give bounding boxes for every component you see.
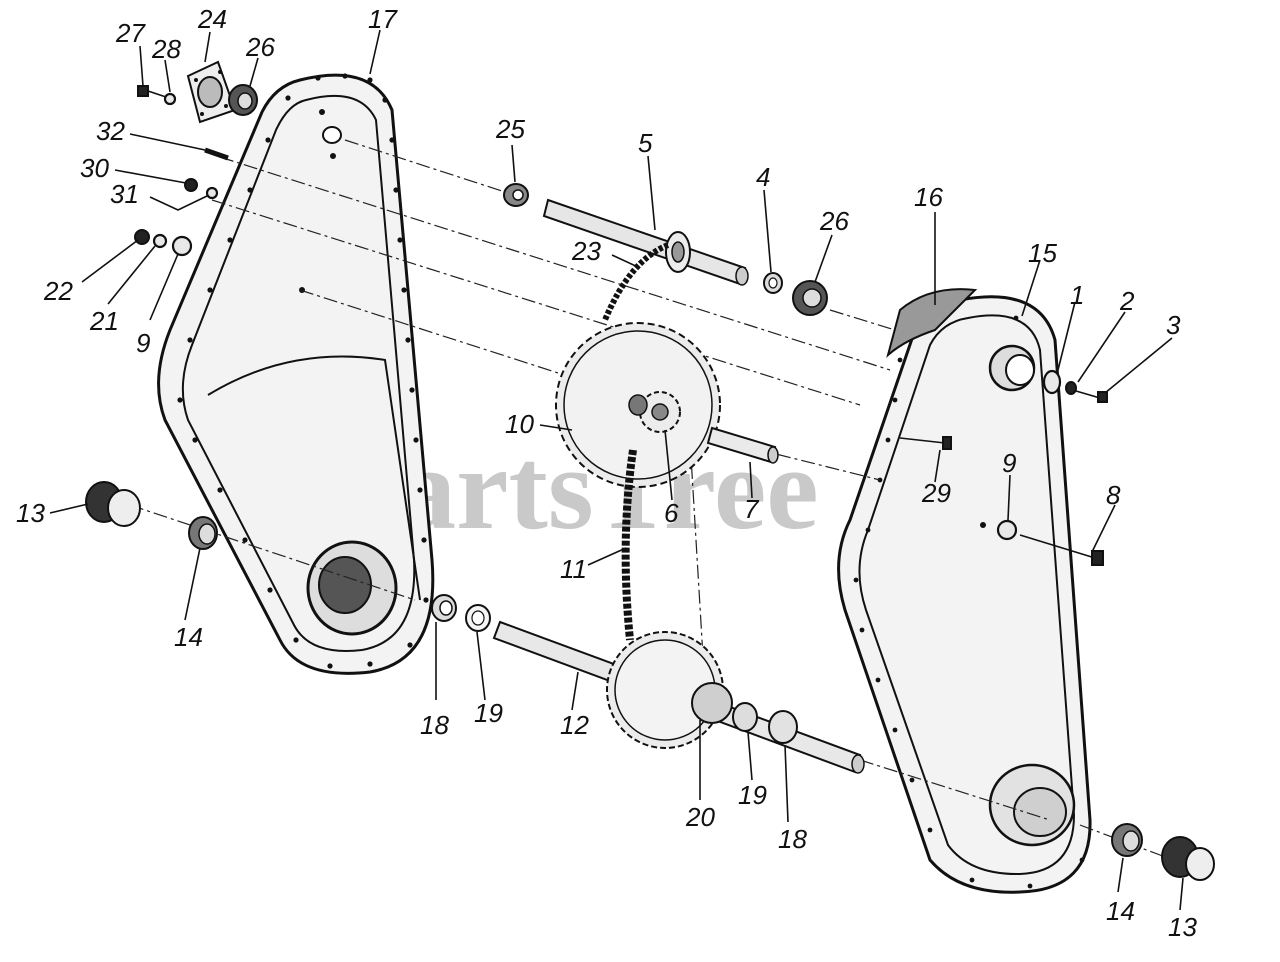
bolt-8-tip — [980, 522, 986, 528]
bushing-25 — [503, 183, 529, 207]
washer-31 — [205, 186, 219, 200]
washer-19-right — [732, 702, 758, 732]
callout-28: 28 — [151, 34, 181, 64]
right-chain-case — [837, 288, 1092, 894]
seal-13-left — [85, 481, 141, 527]
callout-19: 19 — [474, 698, 503, 728]
leader-lines — [49, 29, 1184, 911]
washer-28 — [163, 92, 177, 106]
seal-13-right — [1161, 836, 1215, 881]
callout-32: 32 — [96, 116, 125, 146]
washer-4 — [763, 272, 783, 294]
nut-30 — [184, 178, 198, 192]
callout-29: 29 — [921, 478, 951, 508]
callout-23: 23 — [571, 236, 601, 266]
callout-8: 8 — [1106, 480, 1121, 510]
callout-1: 1 — [1070, 280, 1084, 310]
right-case-gasket — [886, 288, 978, 358]
callout-12: 12 — [560, 710, 589, 740]
bearing-18-left — [431, 594, 457, 622]
callout-26: 26 — [819, 206, 849, 236]
bearing-26-left — [228, 84, 258, 116]
washer-9-left — [171, 235, 193, 257]
bushing-14-right — [1111, 823, 1143, 857]
left-chain-case — [157, 73, 435, 675]
washer-19-left — [465, 604, 491, 632]
callout-18: 18 — [778, 824, 807, 854]
left-case-rivet-holes — [177, 73, 429, 669]
callout-31: 31 — [110, 179, 139, 209]
callout-16: 16 — [914, 182, 943, 212]
washer-9-right — [996, 519, 1018, 541]
callout-10: 10 — [505, 409, 534, 439]
large-sprocket-20 — [606, 631, 724, 749]
callout-30: 30 — [80, 153, 109, 183]
callout-3: 3 — [1166, 310, 1181, 340]
callout-2: 2 — [1119, 286, 1135, 316]
callout-21: 21 — [89, 306, 119, 336]
callout-15: 15 — [1028, 238, 1057, 268]
screw-32 — [204, 147, 229, 161]
washer-1 — [1042, 369, 1062, 395]
lock-washer-21 — [152, 233, 168, 249]
callout-6: 6 — [664, 498, 679, 528]
callout-18: 18 — [420, 710, 449, 740]
callout-14: 14 — [1106, 896, 1135, 926]
callout-9: 9 — [136, 328, 150, 358]
bearing-26-right — [792, 280, 828, 316]
nut-22 — [134, 229, 150, 245]
right-case-rivet-holes — [853, 315, 1085, 889]
callout-22: 22 — [43, 276, 73, 306]
small-sprocket-6 — [628, 391, 681, 433]
callout-19: 19 — [738, 780, 767, 810]
bolt-27 — [137, 85, 167, 98]
bearing-18-right — [768, 710, 798, 744]
flange-plate-24 — [186, 60, 237, 124]
callout-13: 13 — [16, 498, 45, 528]
bolt-29 — [899, 436, 952, 450]
callout-4: 4 — [756, 162, 770, 192]
callout-9: 9 — [1002, 448, 1016, 478]
lock-washer-2 — [1065, 381, 1077, 395]
spacer-7-end — [767, 446, 779, 464]
callout-14: 14 — [174, 622, 203, 652]
callout-20: 20 — [685, 802, 715, 832]
callout-7: 7 — [744, 494, 760, 524]
chain-upper-span — [602, 242, 670, 322]
callout-26: 26 — [245, 32, 275, 62]
callout-17: 17 — [368, 4, 398, 34]
callout-27: 27 — [115, 18, 146, 48]
callout-labels: 27 28 24 26 17 32 30 31 22 21 9 25 5 4 2… — [16, 4, 1197, 942]
bolt-3 — [1075, 390, 1108, 403]
callout-25: 25 — [495, 114, 525, 144]
callout-11: 11 — [560, 554, 587, 584]
chain-11 — [621, 449, 637, 641]
callout-13: 13 — [1168, 912, 1197, 942]
callout-24: 24 — [197, 4, 227, 34]
bolt-8 — [1019, 534, 1104, 566]
small-sprocket-23 — [665, 231, 691, 273]
callout-5: 5 — [638, 128, 653, 158]
hub-20 — [691, 682, 798, 744]
bushing-14-left — [188, 516, 218, 550]
